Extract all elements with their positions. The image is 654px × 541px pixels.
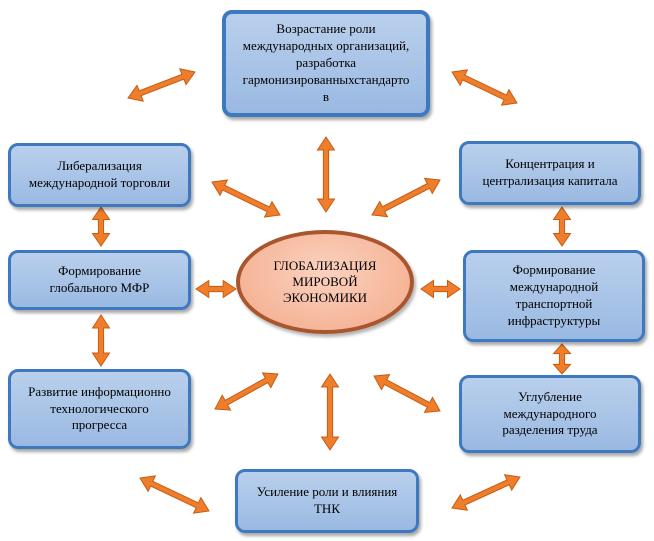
arrow-right1-center (371, 177, 441, 218)
center-text-line: ГЛОБАЛИЗАЦИЯ (273, 257, 377, 273)
arrow-left3-center (214, 372, 279, 411)
arrow-left2-center (195, 279, 237, 299)
arrow-left2-left3 (91, 314, 111, 367)
node-text-line: глобального МФР (49, 280, 150, 295)
node-text-line: международной (509, 279, 599, 295)
node-text-line: Формирование (512, 262, 596, 278)
arrow-right1-right2 (552, 206, 572, 247)
node-text-line: Усиление роли и влияния (256, 484, 398, 500)
node-text-line: Возрастание роли (276, 21, 376, 37)
center-globalization-ellipse: ГЛОБАЛИЗАЦИЯ МИРОВОЙ ЭКОНОМИКИ (236, 230, 414, 334)
arrow-top-right-diag (451, 69, 518, 106)
node-text-line: инфраструктуры (507, 312, 601, 328)
node-text-line: в (322, 88, 330, 104)
arrow-center-bottom-vertical (320, 373, 340, 451)
node-text-line: Концентрация и (505, 156, 595, 172)
node-text-line: централизация капитала (482, 173, 618, 188)
node-text-line: международной торговли (28, 175, 171, 190)
node-tnc-influence: Усиление роли и влияния ТНК (235, 469, 419, 533)
arrow-left1-left2 (91, 206, 111, 247)
node-transport-infrastructure: Формирование международной транспортной … (463, 250, 645, 342)
arrow-center-right2 (420, 279, 461, 299)
center-text-line: ЭКОНОМИКИ (282, 290, 368, 306)
node-text-line: международного (503, 405, 597, 421)
arrow-left1-center (211, 179, 281, 218)
node-text-line: разработка (295, 55, 357, 71)
arrow-top-center-vertical (316, 136, 336, 213)
node-text-line: прогресса (71, 417, 128, 433)
node-international-organizations: Возрастание роли международных организац… (222, 10, 430, 117)
node-text-line: транспортной (515, 296, 593, 311)
node-text-line: Развитие информационно (28, 383, 171, 399)
node-it-progress: Развитие информационно технологического … (8, 369, 191, 449)
node-division-of-labour: Углубление международного разделения тру… (459, 375, 641, 453)
node-text-line: международных организаций, (242, 38, 410, 54)
node-global-mfr: Формирование глобального МФР (8, 250, 191, 310)
node-capital-concentration: Концентрация и централизация капитала (459, 141, 641, 205)
node-text-line: технологического (50, 400, 149, 416)
node-text-line: Формирование (58, 263, 141, 279)
arrow-center-right3 (373, 374, 441, 413)
arrow-bottom-left-diag (139, 475, 210, 514)
node-text-line: разделения труда (502, 422, 598, 438)
node-text-line: ТНК (313, 501, 340, 516)
node-text-line: Углубление (518, 388, 582, 404)
node-trade-liberalization: Либерализация международной торговли (8, 143, 191, 207)
arrow-right2-right3 (552, 343, 572, 375)
center-text-line: МИРОВОЙ (292, 273, 358, 289)
node-text-line: гармонизированныхстандарто (242, 71, 410, 87)
arrow-top-left-diag (127, 68, 196, 102)
arrow-bottom-right-diag (451, 474, 521, 511)
node-text-line: Либерализация (57, 158, 142, 174)
